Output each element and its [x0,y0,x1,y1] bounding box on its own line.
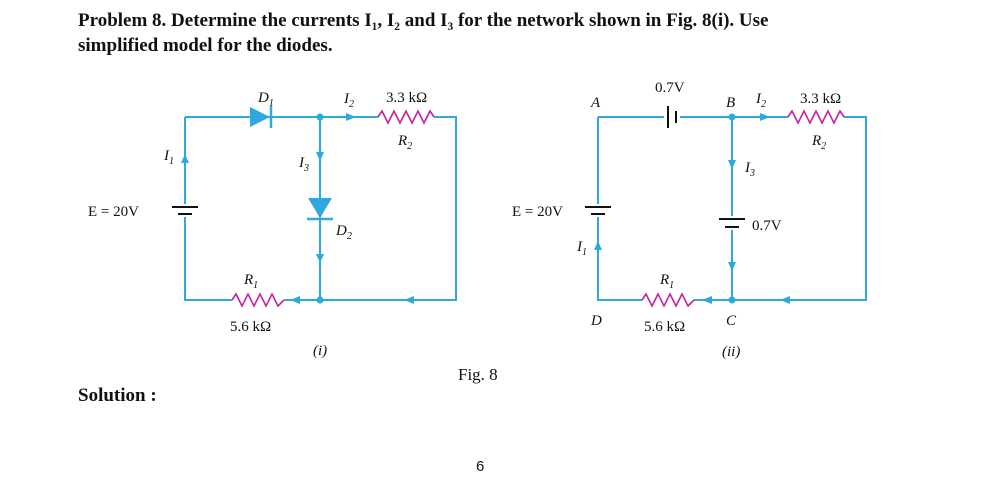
drop-top-label: 0.7V [655,80,685,96]
i2-label-i: I2 [343,91,354,110]
i1-label-ii: I1 [576,239,587,258]
arrow-bottom-return-ii-icon [780,296,790,304]
resistor-r2-ii-icon [787,109,845,125]
arrow-i2-ii-icon [760,113,770,121]
problem-line-2: simplified model for the diodes. [78,35,333,56]
page-number: 6 [476,458,485,475]
node-b-label: B [726,95,735,111]
node-c-dot [728,296,736,304]
r2-value-ii: 3.3 kΩ [800,91,841,107]
arrow-i1-icon [181,154,189,163]
cell-gap-top-ii [664,108,680,126]
resistor-r2-icon [377,109,435,125]
arrow-i2-icon [346,113,356,121]
arrow-i3-icon [316,152,324,161]
node-b-dot [728,113,736,121]
battery-gap-ii [583,204,613,217]
arrow-bottom-left-icon [290,296,300,304]
d1-label: D1 [257,90,274,109]
r1-name-i: R1 [243,272,258,291]
resistor-r1-icon [231,292,285,308]
i2-label-ii: I2 [755,91,766,110]
node-c-label: C [726,313,737,329]
source-label-ii: E = 20V [512,204,563,220]
solution-label: Solution : [78,385,157,406]
d2-label: D2 [335,223,352,242]
arrow-d2-branch-icon [316,254,324,263]
circuit-ii-loop-wire [597,116,867,301]
arrow-bottom-left-ii-icon [702,296,712,304]
r1-name-ii: R1 [659,272,674,291]
battery-gap-i [170,204,200,217]
source-label-i: E = 20V [88,204,139,220]
r2-name-i: R2 [397,133,412,152]
junction-dot-bottom-i [316,296,324,304]
i3-label-ii: I3 [744,160,755,179]
arrow-i1-ii-icon [594,241,602,250]
circuit-i-label: (i) [313,343,327,359]
r1-value-ii: 5.6 kΩ [644,319,685,335]
circuit-i: E = 20V D1 D2 I2 I1 I3 3.3 kΩ R2 R1 5.6 … [88,90,457,359]
i3-label-i: I3 [298,155,309,174]
diode-d2-icon [307,198,333,221]
circuit-ii: E = 20V A B C D 0.7V 0.7V I2 I3 I1 3.3 k… [512,80,867,360]
resistor-r1-ii-icon [641,292,695,308]
r2-value-i: 3.3 kΩ [386,90,427,106]
arrow-bottom-return-icon [404,296,414,304]
arrow-i3-ii-icon [728,160,736,169]
junction-dot-top-i [316,113,324,121]
node-d-label: D [590,313,602,329]
problem-statement: Problem 8. Determine the currents I₁, I₂… [78,8,958,58]
circuit-i-top-wire [184,116,457,301]
drop-branch-label: 0.7V [752,218,782,234]
figure-caption: Fig. 8 [458,365,498,384]
diode-d1-icon [250,106,273,128]
i1-label-i: I1 [163,148,174,167]
circuit-ii-label: (ii) [722,344,740,360]
arrow-branch-ii-icon [728,262,736,271]
node-a-label: A [590,95,601,111]
r2-name-ii: R2 [811,133,826,152]
r1-value-i: 5.6 kΩ [230,319,271,335]
problem-line-1: Problem 8. Determine the currents I₁, I₂… [78,10,769,31]
